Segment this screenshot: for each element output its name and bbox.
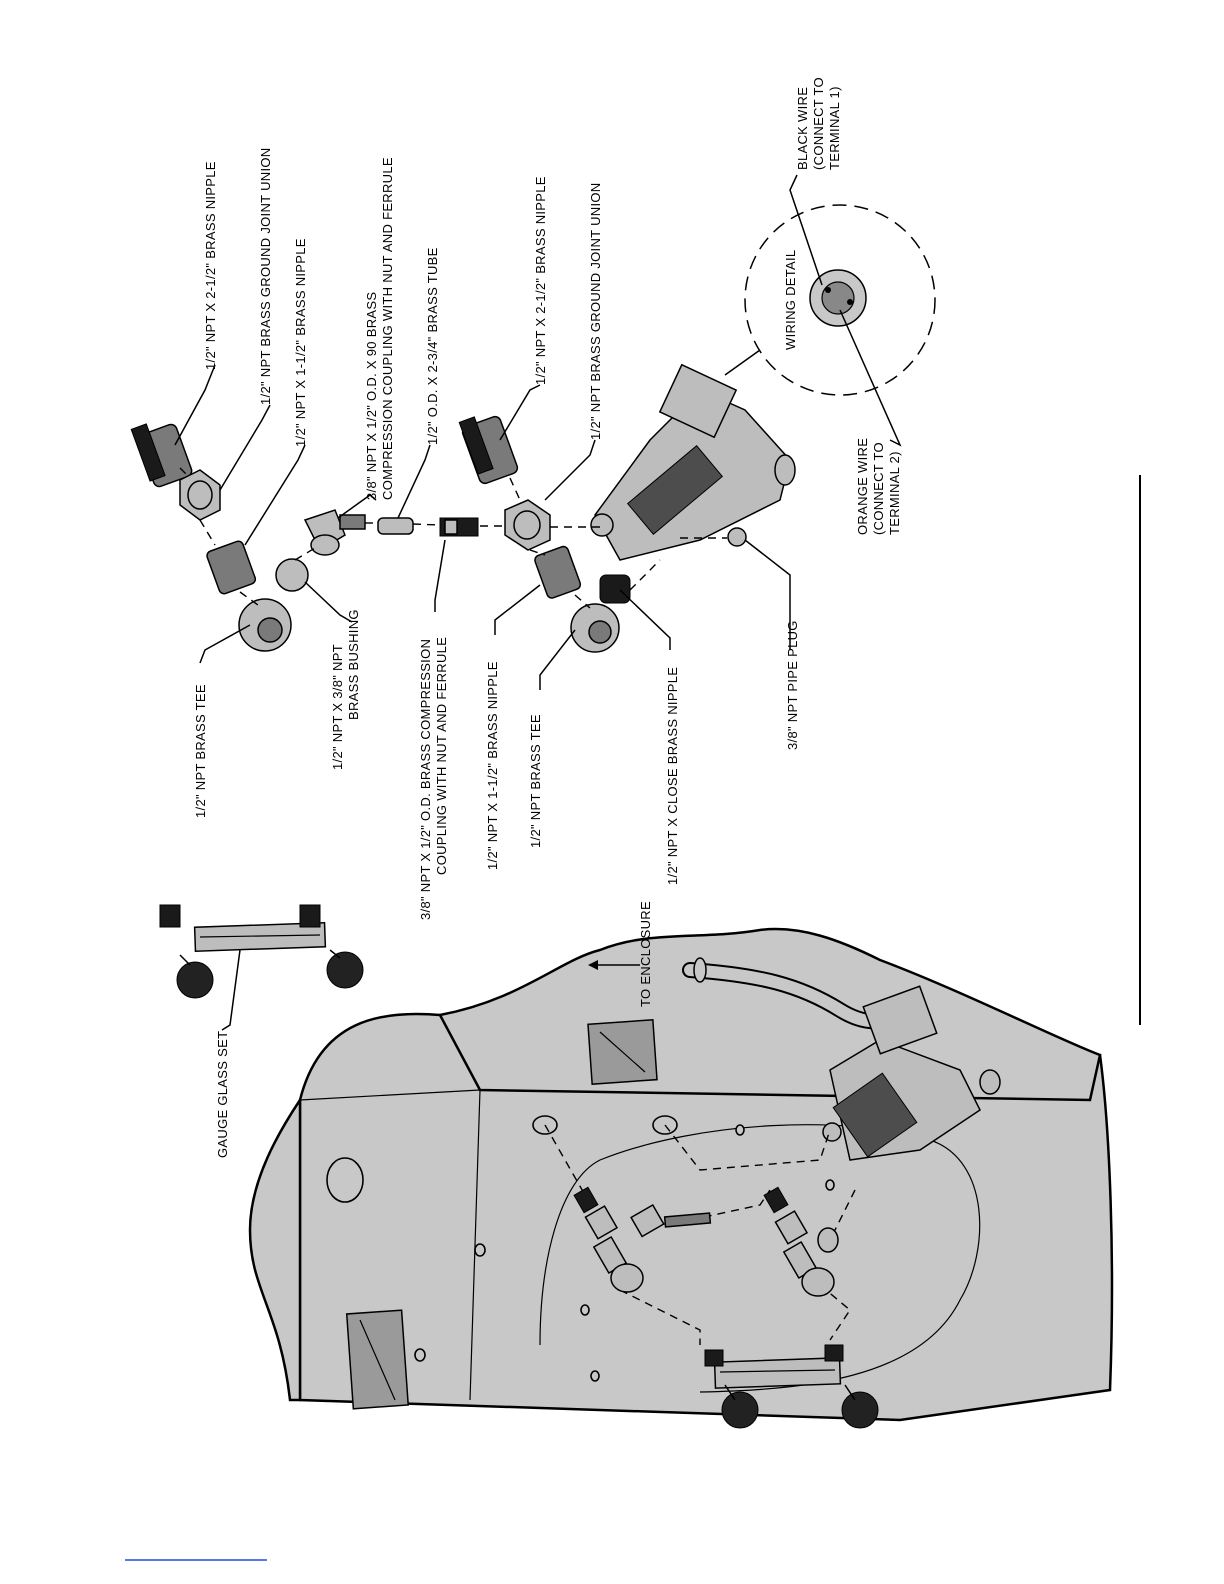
label-nipple-112-low: 1/2" NPT X 1-1/2" BRASS NIPPLE <box>485 661 500 870</box>
label-coupling-2: COUPLING WITH NUT AND FERRULE <box>434 637 449 875</box>
exploded-parts <box>130 363 796 653</box>
installed-piping <box>544 1124 856 1345</box>
label-union-mid: 1/2" NPT BRASS GROUND JOINT UNION <box>588 183 603 440</box>
label-black-wire-2: (CONNECT TO <box>811 77 826 170</box>
label-bushing-1: 1/2" NPT X 3/8" NPT <box>330 644 345 770</box>
gauge-glass-set <box>159 904 364 999</box>
label-nipple-112-top: 1/2" NPT X 1-1/2" BRASS NIPPLE <box>293 238 308 447</box>
label-nipple-mid: 1/2" NPT X 2-1/2" BRASS NIPPLE <box>533 176 548 385</box>
wiring-detail <box>724 204 936 396</box>
label-black-wire-1: BLACK WIRE <box>795 87 810 170</box>
low-water-cutoff-installed <box>822 985 1001 1161</box>
label-close-nipple: 1/2" NPT X CLOSE BRASS NIPPLE <box>665 667 680 885</box>
gauge-glass-installed <box>704 1344 879 1429</box>
label-bushing-2: BRASS BUSHING <box>346 609 361 720</box>
label-orange-wire-3: TERMINAL 2) <box>887 451 902 535</box>
label-pipe-plug: 3/8" NPT PIPE PLUG <box>785 620 800 750</box>
label-elbow-line2: COMPRESSION COUPLING WITH NUT AND FERRUL… <box>380 157 395 500</box>
label-nipple-top: 1/2" NPT X 2-1/2" BRASS NIPPLE <box>203 161 218 370</box>
label-gauge-glass: GAUGE GLASS SET <box>215 1031 230 1158</box>
label-tee-low: 1/2" NPT BRASS TEE <box>528 714 543 848</box>
label-elbow-line1: 3/8" NPT X 1/2" O.D. X 90 BRASS <box>364 292 379 500</box>
label-wiring-detail: WIRING DETAIL <box>783 250 798 350</box>
boiler-tank <box>248 927 1114 1422</box>
label-black-wire-3: TERMINAL 1) <box>827 86 842 170</box>
label-orange-wire-1: ORANGE WIRE <box>855 438 870 535</box>
label-tee-top: 1/2" NPT BRASS TEE <box>193 684 208 818</box>
label-orange-wire-2: (CONNECT TO <box>871 442 886 535</box>
label-union-top: 1/2" NPT BRASS GROUND JOINT UNION <box>258 148 273 405</box>
callout-labels: 1/2" NPT X 2-1/2" BRASS NIPPLE 1/2" NPT … <box>193 77 902 1158</box>
label-to-enclosure: TO ENCLOSURE <box>638 901 653 1007</box>
label-coupling-1: 3/8" NPT X 1/2" O.D. BRASS COMPRESSION <box>418 639 433 920</box>
label-tube: 1/2" O.D. X 2-3/4" BRASS TUBE <box>425 247 440 445</box>
leader-lines <box>174 174 902 1031</box>
